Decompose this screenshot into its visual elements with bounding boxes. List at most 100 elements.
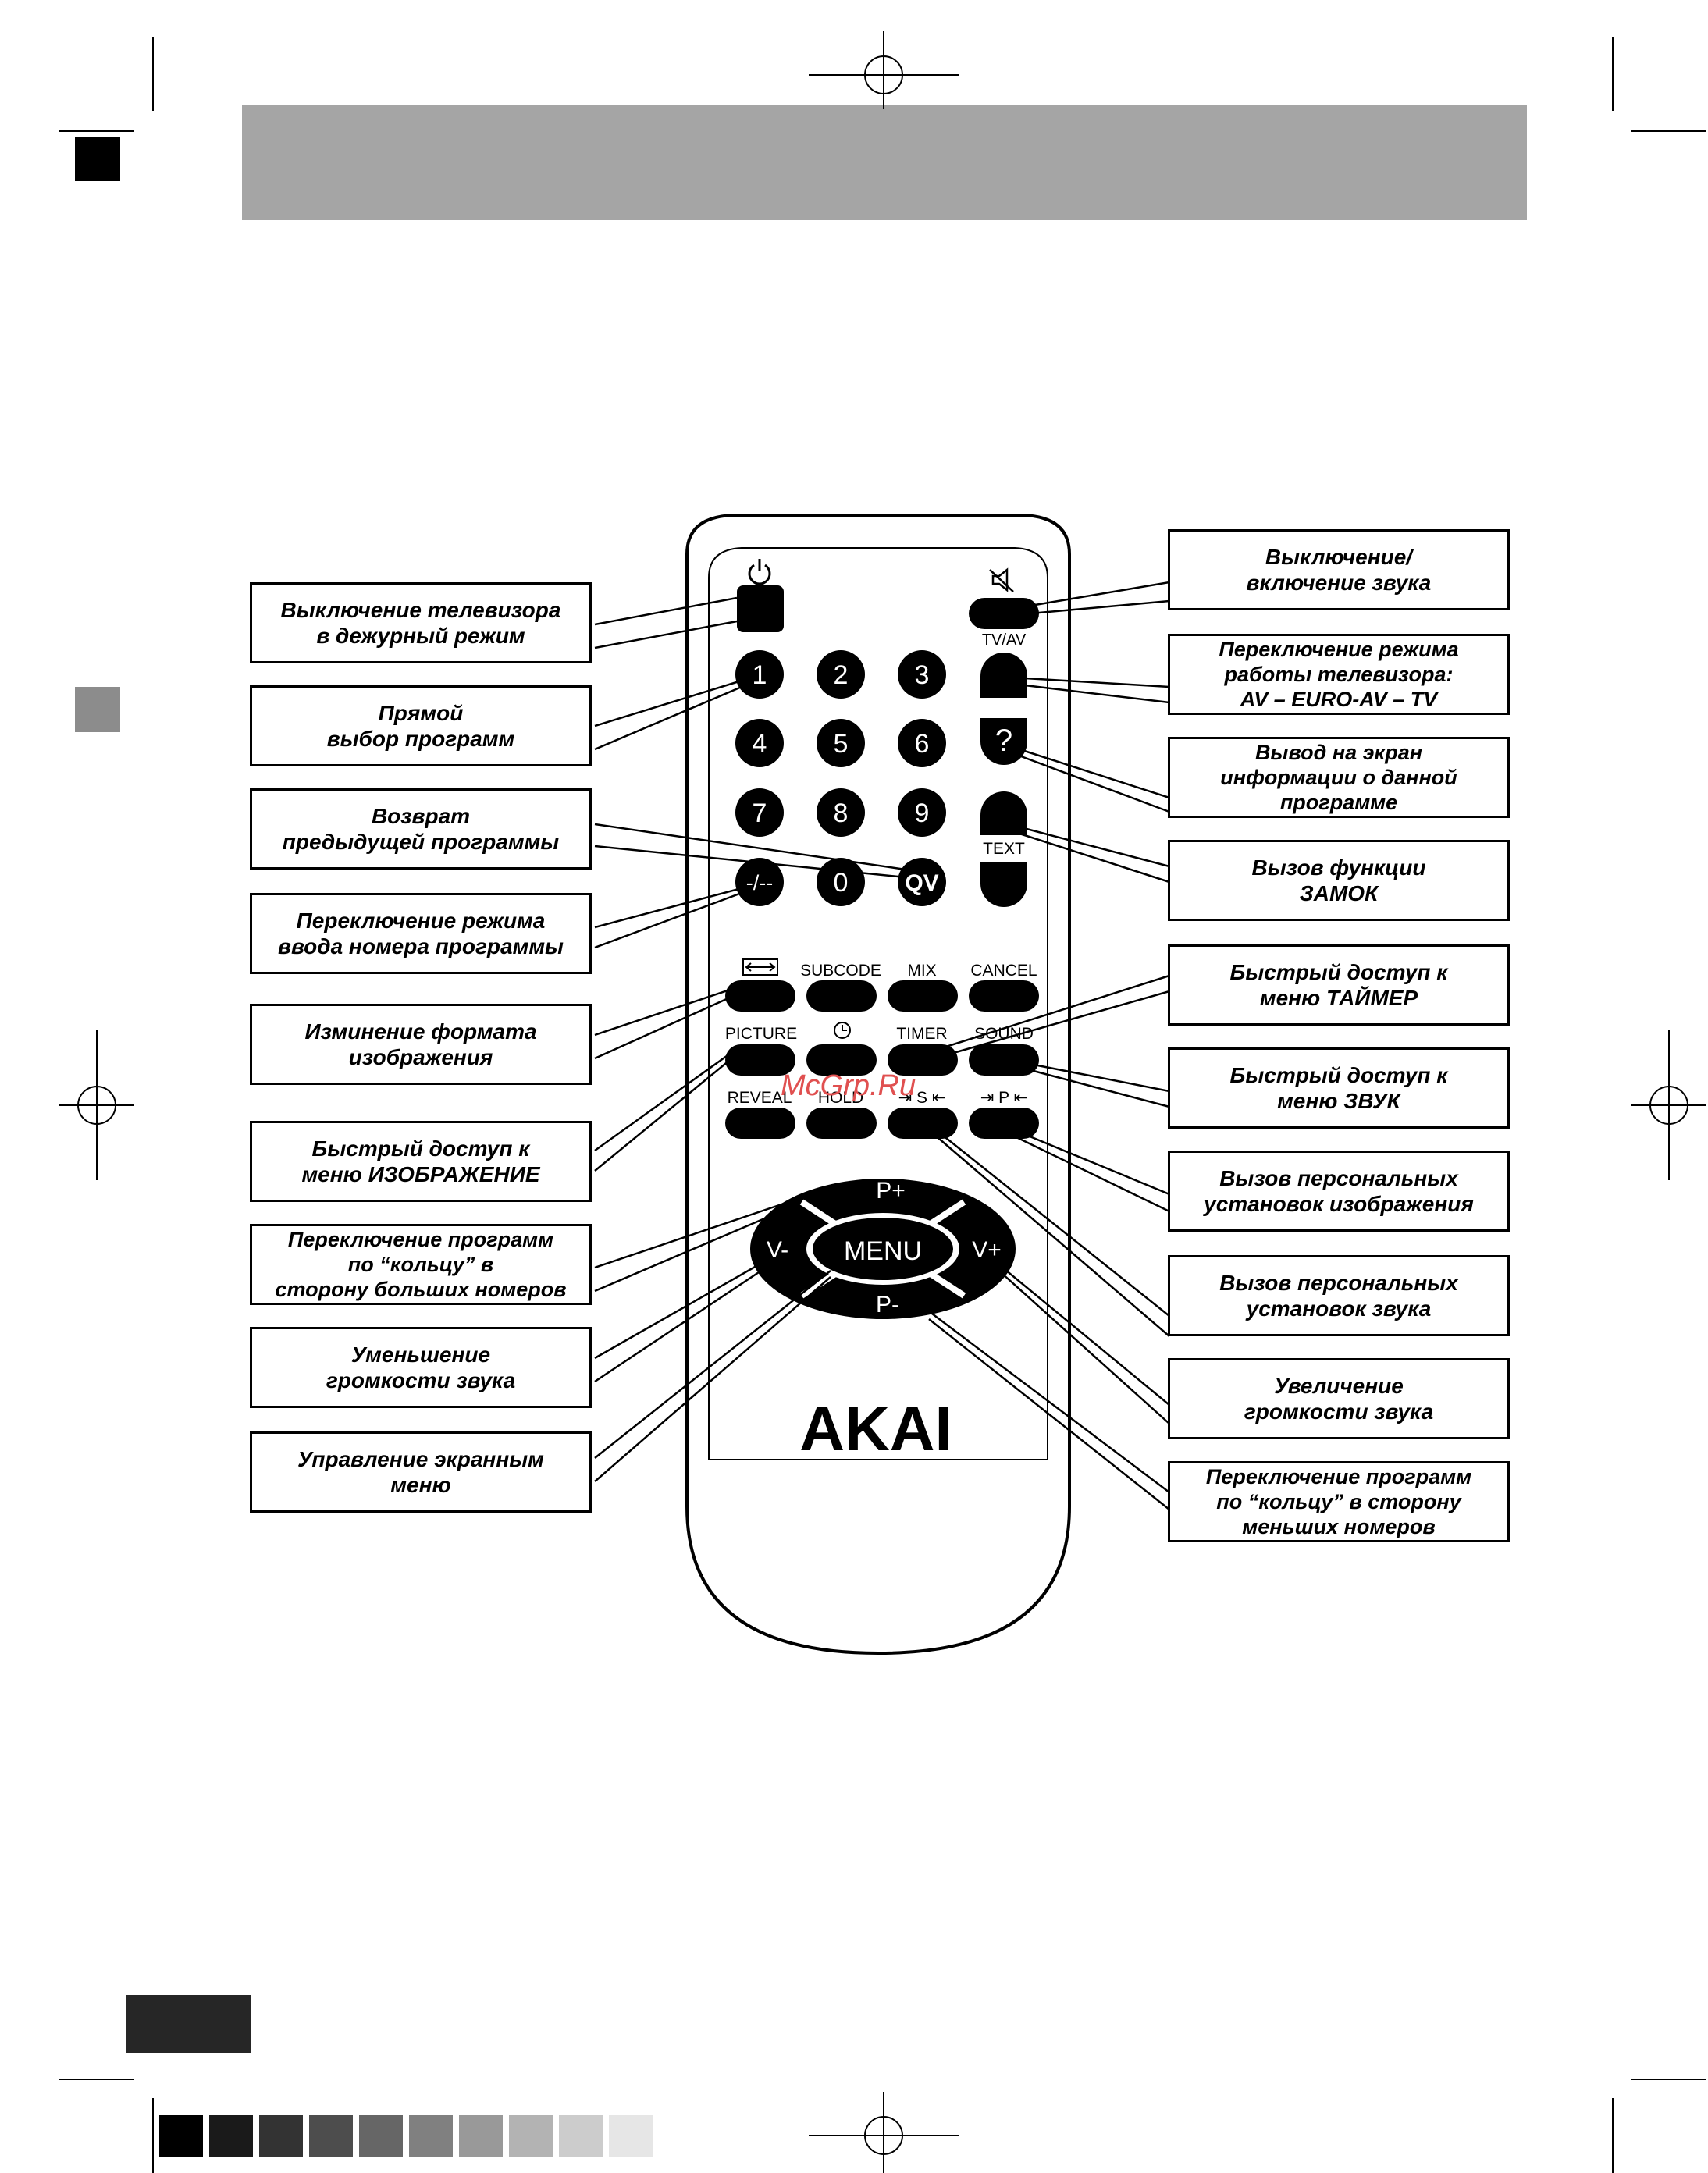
digit-9-button[interactable] — [898, 788, 946, 837]
callout-mute: Выключение/ включение звука — [1168, 529, 1510, 610]
callout-sound-preset: Вызов персональных установок звука — [1168, 1255, 1510, 1336]
calibration-swatch — [159, 2115, 203, 2157]
volume-up-label: V+ — [972, 1237, 1002, 1263]
callout-volume-up: Увеличение громкости звука — [1168, 1358, 1510, 1439]
digit-4-button[interactable] — [735, 719, 784, 767]
clock-icon — [834, 1022, 851, 1039]
calibration-swatch — [609, 2115, 653, 2157]
digit-3-button[interactable] — [898, 650, 946, 699]
power-button[interactable] — [737, 585, 784, 632]
callout-tv-av: Переключение режима работы телевизора: A… — [1168, 634, 1510, 715]
remote-inner-panel — [708, 547, 1048, 1460]
timer-label: TIMER — [896, 1025, 947, 1043]
digit-7-button[interactable] — [735, 788, 784, 837]
callout-timer-menu: Быстрый доступ к меню ТАЙМЕР — [1168, 944, 1510, 1026]
digit-7-label: 7 — [753, 798, 767, 828]
program-down-label: P- — [876, 1292, 899, 1318]
qv-button[interactable] — [898, 858, 946, 906]
tv-av-label: TV/AV — [982, 631, 1027, 649]
watermark: McGrp.Ru — [781, 1069, 916, 1102]
info-button[interactable] — [980, 718, 1027, 765]
navigation-ring: MENU P+ P- V- V+ — [750, 1178, 1016, 1319]
aspect-ratio-button[interactable] — [725, 980, 795, 1012]
callout-entry-mode: Переключение режима ввода номера програм… — [250, 893, 592, 974]
calibration-swatch — [259, 2115, 303, 2157]
calibration-swatch — [359, 2115, 403, 2157]
brand-logo: AKAI — [799, 1394, 952, 1463]
calibration-swatch — [309, 2115, 353, 2157]
subcode-button[interactable] — [806, 980, 877, 1012]
calibration-swatch — [459, 2115, 503, 2157]
digit-6-label: 6 — [915, 729, 930, 759]
sound-preset-label: ⇥ S ⇤ — [898, 1089, 946, 1107]
sound-preset-button[interactable] — [888, 1108, 958, 1139]
callout-lock: Вызов функции ЗАМОК — [1168, 840, 1510, 921]
callout-info: Вывод на экран информации о данной прогр… — [1168, 737, 1510, 818]
hold-button[interactable] — [806, 1108, 877, 1139]
speaker-mute-icon — [989, 567, 1014, 592]
clock-button[interactable] — [806, 1044, 877, 1076]
digit-8-label: 8 — [834, 798, 849, 828]
reveal-label: REVEAL — [728, 1089, 792, 1107]
text-button-top[interactable] — [980, 791, 1027, 835]
digit-entry-mode-button[interactable] — [735, 858, 784, 906]
qv-label: QV — [905, 870, 938, 896]
section-marker-gray — [75, 687, 120, 732]
cancel-label: CANCEL — [970, 962, 1037, 980]
digit-entry-mode-label: -/-- — [746, 871, 773, 894]
callout-program-down: Переключение программ по “кольцу” в стор… — [1168, 1461, 1510, 1542]
power-icon — [748, 559, 771, 585]
callout-standby: Выключение телевизора в дежурный режим — [250, 582, 592, 663]
aspect-ratio-icon — [742, 958, 778, 976]
timer-button[interactable] — [888, 1044, 958, 1076]
hold-label: HOLD — [818, 1089, 863, 1107]
callout-aspect-format: Изминение формата изображения — [250, 1004, 592, 1085]
page-number-tab — [126, 1995, 251, 2053]
digit-1-button[interactable] — [735, 650, 784, 699]
callout-volume-down: Уменьшение громкости звука — [250, 1327, 592, 1408]
text-button-bottom[interactable] — [980, 862, 1027, 907]
callout-previous-program: Возврат предыдущей программы — [250, 788, 592, 870]
mix-button[interactable] — [888, 980, 958, 1012]
digit-5-button[interactable] — [817, 719, 865, 767]
digit-6-button[interactable] — [898, 719, 946, 767]
calibration-swatch — [559, 2115, 603, 2157]
digit-8-button[interactable] — [817, 788, 865, 837]
calibration-swatch — [509, 2115, 553, 2157]
tv-av-button[interactable] — [980, 653, 1027, 698]
calibration-swatch — [209, 2115, 253, 2157]
callout-direct-program: Прямой выбор программ — [250, 685, 592, 766]
picture-label: PICTURE — [725, 1025, 797, 1043]
program-up-label: P+ — [876, 1178, 906, 1204]
picture-button[interactable] — [725, 1044, 795, 1076]
menu-label: MENU — [844, 1236, 922, 1266]
callout-sound-menu: Быстрый доступ к меню ЗВУК — [1168, 1047, 1510, 1129]
digit-3-label: 3 — [915, 660, 930, 690]
callout-picture-menu: Быстрый доступ к меню ИЗОБРАЖЕНИЕ — [250, 1121, 592, 1202]
digit-9-label: 9 — [915, 798, 930, 828]
callout-menu: Управление экранным меню — [250, 1431, 592, 1513]
picture-preset-label: ⇥ P ⇤ — [980, 1089, 1028, 1107]
mute-button[interactable] — [969, 598, 1039, 629]
calibration-swatch — [409, 2115, 453, 2157]
digit-4-label: 4 — [753, 729, 767, 759]
mix-label: MIX — [907, 962, 936, 980]
digit-2-label: 2 — [834, 660, 849, 690]
section-marker-black — [75, 137, 120, 181]
callout-program-up: Переключение программ по “кольцу” в стор… — [250, 1224, 592, 1305]
remote-body — [685, 514, 1071, 1656]
info-label: ? — [995, 724, 1012, 758]
text-label: TEXT — [983, 840, 1025, 858]
header-band — [242, 105, 1527, 220]
reveal-button[interactable] — [725, 1108, 795, 1139]
sound-button[interactable] — [969, 1044, 1039, 1076]
picture-preset-button[interactable] — [969, 1108, 1039, 1139]
menu-button[interactable] — [813, 1218, 953, 1280]
cancel-button[interactable] — [969, 980, 1039, 1012]
digit-2-button[interactable] — [817, 650, 865, 699]
digit-buttons: 1 2 3 4 5 6 7 8 9 -/-- 0 QV — [735, 650, 946, 906]
